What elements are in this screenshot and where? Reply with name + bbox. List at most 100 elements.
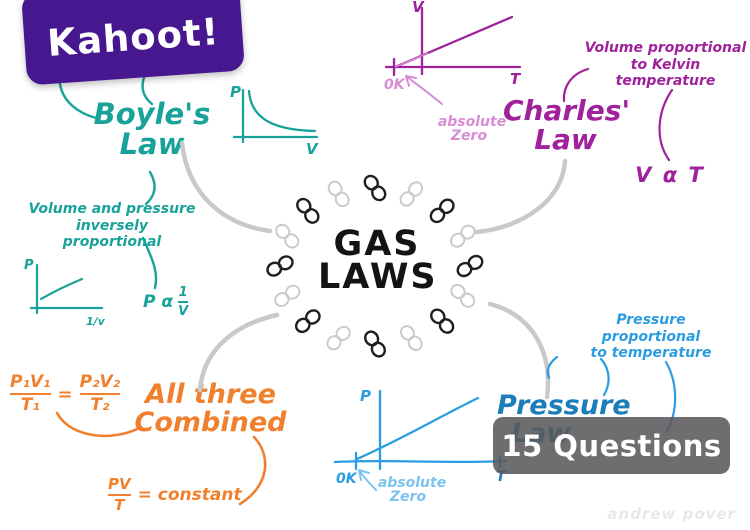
charles-vt-graph: V T 0K absolute Zero: [384, 0, 522, 144]
boyles-formula-denominator: V: [178, 304, 189, 319]
connector-charles: [473, 158, 568, 235]
gas-molecule: [275, 223, 300, 249]
gas-molecule: [326, 325, 351, 351]
vt-annotation-line2: Zero: [450, 128, 488, 144]
vt-extrapolation-line: [394, 52, 429, 68]
gas-molecule: [449, 224, 476, 248]
combined-title-line1: All three: [145, 379, 276, 410]
charles-formula: V α T: [635, 163, 705, 187]
ratio-den1: T₁: [20, 395, 40, 415]
charles-note-line1: Volume proportional: [584, 40, 747, 56]
pt-data-line: [355, 396, 480, 461]
boyles-curl-formula: [141, 236, 158, 290]
pressure-note-line2: to temperature: [590, 345, 712, 362]
author-watermark: andrew pover: [607, 505, 736, 523]
constant-fraction: PV T: [108, 477, 131, 513]
fraction-bar: [79, 393, 121, 395]
boyles-note-line2: inversely proportional: [62, 217, 162, 251]
pressure-note-line1: Pressure proportional: [601, 312, 701, 345]
gas-molecule: [450, 283, 476, 308]
boyles-curl-bottom: [144, 170, 156, 206]
boyles-linear-graph: P 1/v: [24, 258, 106, 328]
charles-title-line1: Charles': [503, 94, 631, 127]
pv-inverse-curve: [247, 89, 317, 133]
pressure-note: Pressure proportional to temperature: [566, 312, 736, 362]
combined-curl: [238, 435, 267, 506]
gas-molecule: [266, 255, 294, 277]
pressure-pt-graph: P T 0K absolute Zero: [333, 387, 508, 505]
center-title-line2: LAWS: [318, 257, 438, 298]
gas-molecule: [294, 309, 321, 334]
combined-constant-formula: PV T = constant: [108, 477, 242, 513]
charles-curl-formula: [658, 88, 674, 162]
kahoot-logo-text: Kahoot!: [45, 9, 221, 65]
gas-molecule: [429, 198, 455, 224]
pt-xlabel: T: [496, 469, 507, 485]
gas-molecule: [399, 181, 424, 207]
ratio-rhs-fraction: P₂V₂ T₂: [79, 372, 121, 415]
boyles-formula-fraction: 1 V: [178, 285, 189, 319]
ratio-num1: P₁V₁: [10, 372, 51, 392]
gas-molecule: [296, 197, 320, 224]
fraction-bar: [178, 301, 189, 303]
question-count-label: 15 Questions: [501, 428, 722, 463]
pv-xlabel: V: [306, 140, 319, 158]
combined-title: All three Combined: [128, 381, 293, 436]
pt-x-axis: [333, 459, 508, 464]
boyles-note-line1: Volume and pressure: [28, 201, 196, 217]
boyles-note: Volume and pressure inversely proportion…: [28, 201, 196, 251]
pv-ylabel: P: [230, 83, 241, 101]
charles-title-line2: Law: [534, 122, 597, 156]
absolute-zero-arrow: [405, 75, 443, 105]
vt-origin-label: 0K: [384, 77, 406, 93]
connector-combined: [197, 312, 280, 393]
absolute-zero-arrow: [358, 469, 377, 491]
pressure-curl-1: [546, 355, 559, 380]
connector-boyles: [179, 140, 273, 234]
vt-ylabel: V: [412, 0, 425, 16]
pt-annotation-line2: Zero: [389, 489, 427, 505]
gas-molecule: [399, 325, 423, 352]
gas-molecule: [364, 330, 386, 358]
ratio-num2: P₂V₂: [79, 372, 121, 392]
gas-molecule: [274, 284, 301, 307]
combined-ratio-formula: P₁V₁ T₁ = P₂V₂ T₂: [10, 372, 121, 415]
boyles-formula: P α 1 V: [143, 285, 189, 319]
linear-ylabel: P: [24, 258, 34, 273]
gas-molecule: [363, 174, 387, 202]
combined-title-line2: Combined: [134, 406, 287, 438]
charles-note-line2: to Kelvin temperature: [615, 56, 716, 90]
boyles-pv-graph: P V: [230, 83, 319, 158]
ratio-lhs-fraction: P₁V₁ T₁: [10, 374, 51, 414]
ratio-den2: T₂: [90, 395, 110, 415]
constant-rest: = constant: [137, 485, 242, 505]
fraction-bar: [10, 393, 51, 395]
ratio-equals: =: [57, 383, 73, 405]
linear-xlabel: 1/v: [86, 315, 106, 328]
constant-denominator: T: [114, 496, 125, 514]
fraction-bar: [108, 494, 131, 496]
center-title-line1: GAS: [333, 224, 421, 264]
pt-origin-label: 0K: [336, 471, 358, 487]
boyles-formula-numerator: 1: [178, 285, 188, 300]
pressure-curl-2: [599, 357, 610, 397]
pt-ylabel: P: [360, 387, 371, 405]
gas-molecule: [456, 254, 484, 278]
boyles-formula-lhs: P α: [143, 292, 174, 312]
pressure-title-line1: Pressure: [497, 390, 631, 421]
combined-swoosh: [55, 411, 143, 438]
charles-law-title: Charles' Law: [503, 94, 631, 156]
connector-pressure: [487, 301, 551, 400]
charles-note: Volume proportional to Kelvin temperatur…: [583, 40, 748, 90]
vt-annotation-line1: absolute: [438, 114, 506, 130]
gas-molecule: [327, 180, 350, 208]
boyles-title-line2: Law: [119, 126, 185, 161]
gas-molecule: [430, 308, 455, 334]
constant-numerator: PV: [108, 475, 131, 493]
charles-curl-note: [562, 67, 590, 103]
center-title: GAS LAWS: [318, 224, 438, 298]
vt-xlabel: T: [510, 70, 522, 88]
boyles-curl-under-logo: [58, 82, 98, 120]
